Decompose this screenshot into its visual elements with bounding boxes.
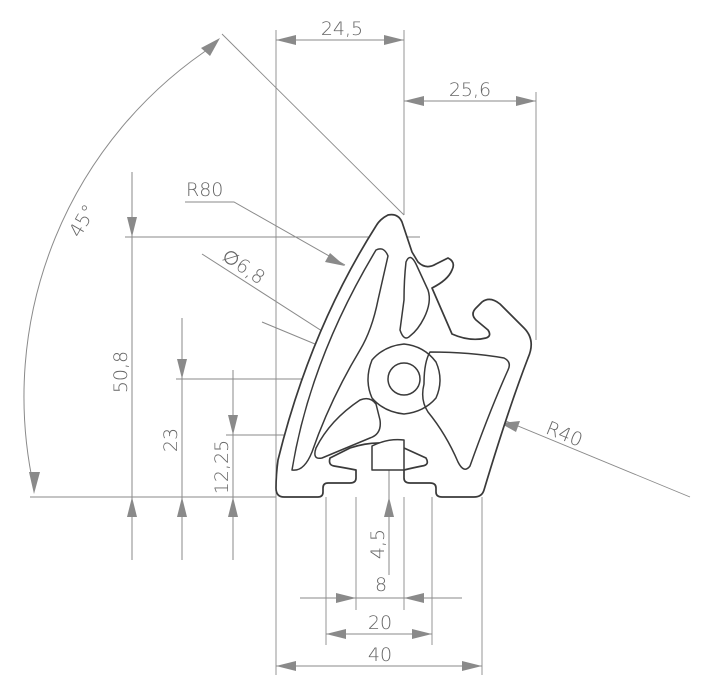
arrow-25-6-right <box>516 96 536 106</box>
center-hole <box>387 362 421 396</box>
arrow-50-8-bottom <box>127 497 137 517</box>
arrow-20-left <box>326 629 346 639</box>
cavity-lower-left <box>314 397 382 460</box>
label-r40: R40 <box>543 417 586 451</box>
dimension-lines <box>23 35 536 671</box>
label-8: 8 <box>375 574 387 596</box>
cavity-left <box>291 248 389 471</box>
center-web <box>367 343 441 415</box>
arrow-45-bottom <box>29 472 40 494</box>
label-20: 20 <box>368 612 392 634</box>
arrow-8-left <box>336 593 356 603</box>
arrow-40-left <box>276 661 296 671</box>
leader-r80 <box>185 201 346 266</box>
label-24-5: 24,5 <box>321 18 363 40</box>
profile-cross-section <box>275 213 533 498</box>
label-4-5: 4,5 <box>367 529 389 559</box>
arrow-23-top <box>177 359 187 379</box>
cavity-right <box>421 351 511 470</box>
slot-inner <box>371 438 405 471</box>
arrow-r80 <box>325 253 345 266</box>
arrow-8-right <box>404 593 424 603</box>
label-25-6: 25,6 <box>449 79 491 101</box>
label-23: 23 <box>160 428 182 452</box>
cavity-upper <box>399 256 431 339</box>
arrow-50-8-top <box>127 217 137 237</box>
arrow-24-5-left <box>276 35 296 45</box>
arrow-25-6-left <box>404 96 424 106</box>
arrow-24-5-right <box>384 35 404 45</box>
arrow-12-25-bottom <box>228 497 238 517</box>
label-45: 45° <box>65 201 101 241</box>
arrow-12-25-top <box>228 415 238 435</box>
arrow-20-right <box>412 629 432 639</box>
label-d6-8: ∅6,8 <box>218 245 269 289</box>
arrow-23-bottom <box>177 497 187 517</box>
label-40: 40 <box>368 644 392 666</box>
dim-arc-45 <box>23 43 217 489</box>
arrow-40-right <box>462 661 482 671</box>
label-12-25: 12,25 <box>211 440 233 494</box>
arrow-4-5-bottom <box>384 497 394 517</box>
label-50-8: 50,8 <box>110 351 132 393</box>
label-r80: R80 <box>186 179 223 201</box>
arrow-45-top <box>201 38 220 56</box>
